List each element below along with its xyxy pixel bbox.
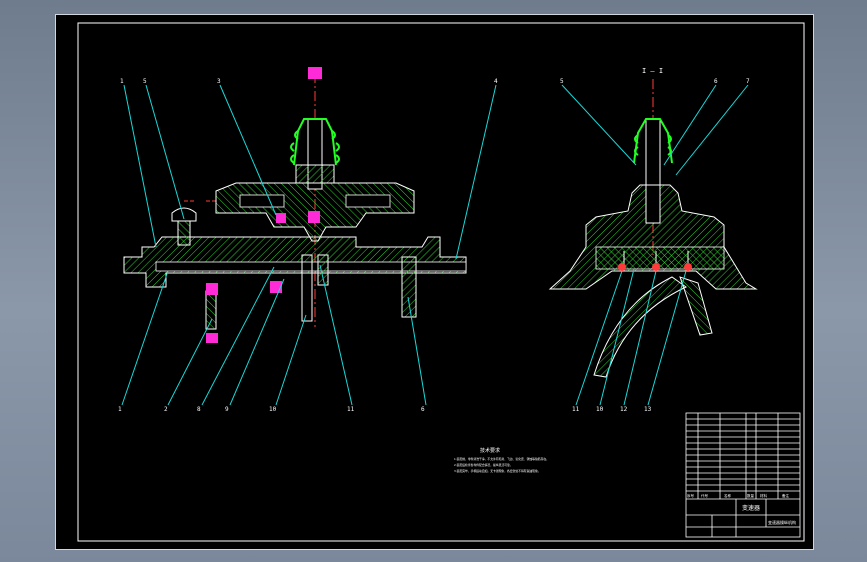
view-label: I — I [642, 67, 663, 75]
marker [308, 67, 322, 79]
callout: 1 [120, 78, 124, 85]
callout: 11 [347, 406, 355, 413]
callout: 2 [164, 406, 168, 413]
callout: 11 [572, 406, 580, 413]
callout: 10 [596, 406, 604, 413]
fork-arc [593, 276, 687, 378]
shift-fork [301, 254, 313, 322]
note-line: 1.装配前，零件清洗干净，不允许有毛刺、飞边、氧化皮、锈蚀等缺陷存在。 [454, 457, 549, 461]
assembly-drawing: 1 5 3 4 1 2 8 9 10 11 6 I — I [77, 22, 805, 542]
shift-lever-side [645, 118, 661, 186]
callout: 5 [143, 78, 147, 85]
callout: 6 [714, 78, 718, 85]
marker [308, 211, 320, 223]
marker [206, 333, 218, 343]
right-section-view: I — I 5 6 7 11 10 [548, 67, 758, 413]
marker [276, 213, 286, 223]
svg-text:序号: 序号 [687, 493, 695, 498]
rubber-boot [293, 118, 337, 166]
callout: 8 [197, 406, 201, 413]
callout: 12 [620, 406, 628, 413]
svg-text:材料: 材料 [760, 493, 768, 498]
callout: 3 [217, 78, 221, 85]
svg-text:名称: 名称 [724, 493, 732, 498]
shift-rail [155, 261, 467, 272]
marker [206, 283, 218, 295]
callout: 13 [644, 406, 652, 413]
svg-text:代号: 代号 [701, 493, 709, 498]
inner-border [77, 22, 805, 542]
title-block [685, 412, 801, 538]
callout: 7 [746, 78, 750, 85]
callout: 1 [118, 406, 122, 413]
callout: 6 [421, 406, 425, 413]
leader-lines [121, 84, 497, 406]
drawing-name: 变速器 [742, 504, 760, 512]
note-line: 2.装配后检查各零件配合情况，操纵灵活可靠。 [454, 463, 513, 467]
left-knob [171, 207, 197, 222]
callout: 4 [494, 78, 498, 85]
callout: 9 [225, 406, 229, 413]
drawing-subtitle: 变速器操纵机构 [768, 519, 796, 525]
callout: 10 [269, 406, 277, 413]
svg-text:备注: 备注 [782, 493, 790, 498]
rubber-boot-side [633, 118, 673, 164]
notes-title: 技术要求 [480, 447, 500, 454]
callout: 5 [560, 78, 564, 85]
svg-text:数量: 数量 [747, 493, 755, 498]
technical-notes: 技术要求 1.装配前，零件清洗干净，不允许有毛刺、飞边、氧化皮、锈蚀等缺陷存在。… [454, 447, 549, 473]
leader-lines-right [561, 84, 749, 406]
callout-labels: 1 5 3 4 1 2 8 9 10 11 6 [118, 78, 498, 413]
left-section-view: 1 5 3 4 1 2 8 9 10 11 6 [118, 67, 498, 413]
title-block-text: 序号 代号 名称 数量 材料 备注 变速器 变速器操纵机构 [687, 493, 796, 525]
note-line: 3.装配完毕，手柄运动自如，无卡滞现象，各密封处不得有漏油现象。 [454, 469, 541, 473]
drawing-sheet: 1 5 3 4 1 2 8 9 10 11 6 I — I [55, 14, 814, 550]
